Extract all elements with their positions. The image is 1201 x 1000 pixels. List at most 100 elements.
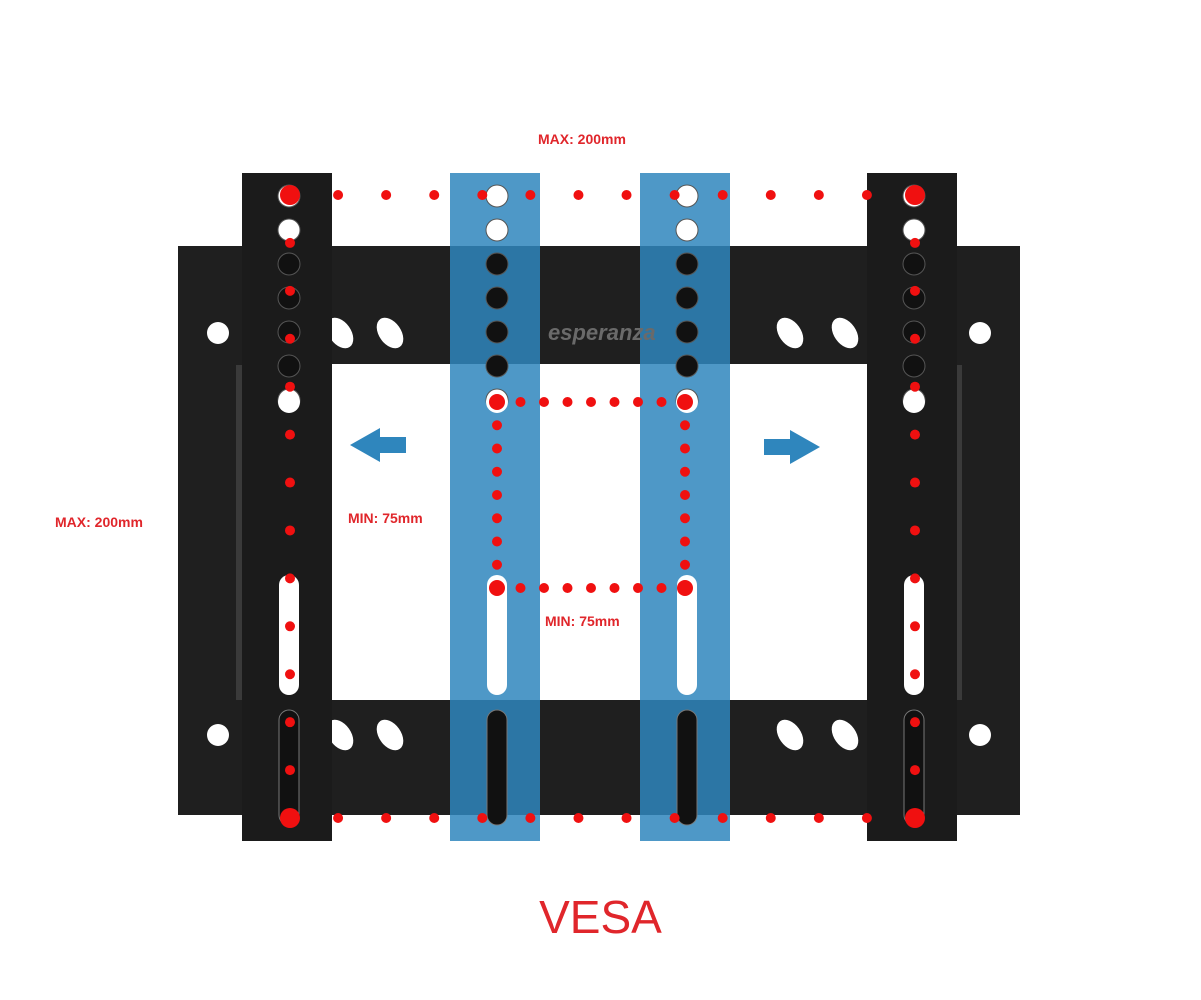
vesa-dot <box>285 765 295 776</box>
vesa-dot <box>562 583 573 593</box>
vesa-dot <box>765 813 776 823</box>
vesa-dot-pattern <box>280 185 925 828</box>
vesa-dot <box>285 621 295 632</box>
vesa-dot <box>280 185 300 205</box>
vesa-dot <box>680 466 690 477</box>
vesa-dot <box>285 573 295 584</box>
vesa-dot <box>905 808 925 828</box>
vesa-dot <box>680 490 690 500</box>
vesa-dot <box>621 813 632 823</box>
vesa-dot <box>285 717 295 728</box>
vesa-dot <box>677 580 693 596</box>
vesa-dot <box>285 477 295 488</box>
vesa-dot <box>492 559 502 570</box>
vesa-dot <box>333 813 344 823</box>
vesa-dot <box>813 813 824 823</box>
vesa-dot <box>429 813 440 823</box>
vesa-dot <box>910 381 920 392</box>
min-vertical-label: MIN: 75mm <box>545 613 620 629</box>
vesa-dot <box>429 190 440 200</box>
vesa-dot <box>861 190 872 200</box>
vesa-dot <box>609 583 620 593</box>
frame-hole <box>207 322 229 344</box>
arrow-right-icon <box>764 430 820 464</box>
vesa-dot <box>680 536 690 547</box>
frame-slot <box>326 317 354 349</box>
frame-slot <box>831 719 859 751</box>
frame-slot <box>776 719 804 751</box>
vesa-dot <box>573 813 584 823</box>
vesa-dot <box>609 397 620 407</box>
vesa-dot <box>539 397 549 407</box>
right-mount-arm-min <box>640 173 730 841</box>
vesa-dot <box>910 429 920 440</box>
max-horizontal-label: MAX: 200mm <box>538 131 626 147</box>
vesa-dot <box>905 185 925 205</box>
vesa-dot <box>680 420 690 431</box>
vesa-dot <box>285 237 295 248</box>
vesa-dot <box>669 190 680 200</box>
vesa-dot <box>910 573 920 584</box>
vesa-dot <box>562 397 573 407</box>
vesa-dot <box>285 525 295 536</box>
vesa-dot <box>586 583 596 593</box>
vesa-dot <box>477 813 488 823</box>
frame-hole <box>207 724 229 746</box>
vesa-dot <box>285 429 295 440</box>
vesa-dot <box>910 237 920 248</box>
vesa-dot <box>285 381 295 392</box>
vesa-dot <box>680 443 690 454</box>
frame-slot <box>776 317 804 349</box>
vesa-dot <box>333 190 344 200</box>
vesa-dot <box>492 490 502 500</box>
vesa-dot <box>861 813 872 823</box>
arrow-left-icon <box>350 428 406 462</box>
vesa-title: VESA <box>539 891 662 943</box>
vesa-dot <box>717 813 728 823</box>
vesa-dot <box>669 813 680 823</box>
vesa-dot <box>910 621 920 632</box>
vesa-dot <box>381 813 392 823</box>
vesa-dot <box>677 394 693 410</box>
vesa-dot <box>910 285 920 296</box>
vesa-dot <box>515 583 526 593</box>
left-mount-arm <box>242 173 332 841</box>
vesa-dot <box>910 669 920 680</box>
vesa-dot <box>492 536 502 547</box>
frame-slot <box>376 317 404 349</box>
right-mount-arm <box>867 173 957 841</box>
logo: esperanza <box>548 320 656 345</box>
vesa-dot <box>489 580 505 596</box>
vesa-dot <box>525 190 536 200</box>
vesa-dot <box>910 765 920 776</box>
vesa-dot <box>539 583 549 593</box>
vesa-dot <box>280 808 300 828</box>
vesa-dot <box>492 513 502 524</box>
vesa-dot <box>717 190 728 200</box>
vesa-dot <box>492 443 502 454</box>
frame-hole <box>969 724 991 746</box>
vesa-dot <box>285 669 295 680</box>
vesa-dot <box>656 583 667 593</box>
vesa-dot <box>621 190 632 200</box>
left-mount-arm-min <box>450 173 540 841</box>
vesa-dot <box>910 717 920 728</box>
max-vertical-label: MAX: 200mm <box>55 514 143 530</box>
vesa-dot <box>813 190 824 200</box>
frame-slot <box>831 317 859 349</box>
vesa-dot <box>381 190 392 200</box>
vesa-dot <box>910 525 920 536</box>
vesa-dot <box>492 466 502 477</box>
vesa-dot <box>477 190 488 200</box>
vesa-dot <box>910 333 920 344</box>
vesa-dot <box>910 477 920 488</box>
vesa-dot <box>525 813 536 823</box>
min-horizontal-label: MIN: 75mm <box>348 510 423 526</box>
vesa-dot <box>285 285 295 296</box>
vesa-dot <box>573 190 584 200</box>
vesa-dot <box>492 420 502 431</box>
frame-hole <box>969 322 991 344</box>
vesa-dot <box>633 583 643 593</box>
